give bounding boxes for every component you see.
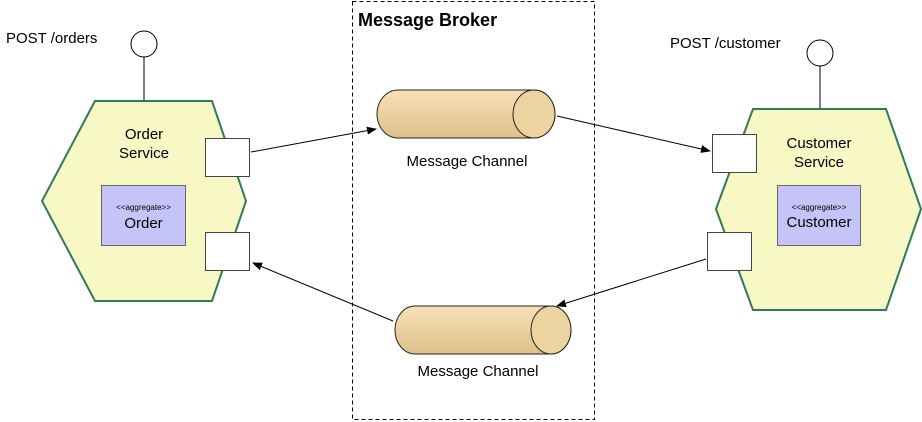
order-aggregate-name: Order [124,215,162,232]
bottom-message-channel [394,305,572,355]
order-inbound-port [205,232,250,271]
message-broker-box [352,1,595,420]
customer-service-name-line2: Service [794,154,844,171]
top-channel-label: Message Channel [407,153,528,170]
order-aggregate-box [101,185,186,246]
arrow-bottom-channel-to-order [252,262,394,322]
customer-aggregate-name: Customer [786,214,851,231]
order-service-name-line2: Service [119,145,169,162]
order-endpoint-label: POST /orders [6,30,97,47]
message-broker-title: Message Broker [358,10,497,30]
order-service-name-line1: Order [125,126,163,143]
order-endpoint-port-icon [130,30,158,58]
customer-aggregate-box [777,185,861,246]
customer-endpoint-label: POST /customer [670,35,781,52]
customer-endpoint-port-icon [806,39,834,67]
customer-aggregate-stereotype: <<aggregate>> [792,203,847,212]
arrow-customer-to-bottom-channel [556,258,707,308]
top-message-channel [376,89,556,139]
customer-outbound-port [707,232,752,271]
arrow-order-to-top-channel [250,126,377,153]
bottom-channel-label: Message Channel [418,363,539,380]
order-aggregate-stereotype: <<aggregate>> [116,203,171,212]
arrow-top-channel-to-customer [556,115,711,153]
customer-inbound-port [712,134,757,173]
order-outbound-port [205,138,250,177]
customer-service-name-line1: Customer [786,135,851,152]
